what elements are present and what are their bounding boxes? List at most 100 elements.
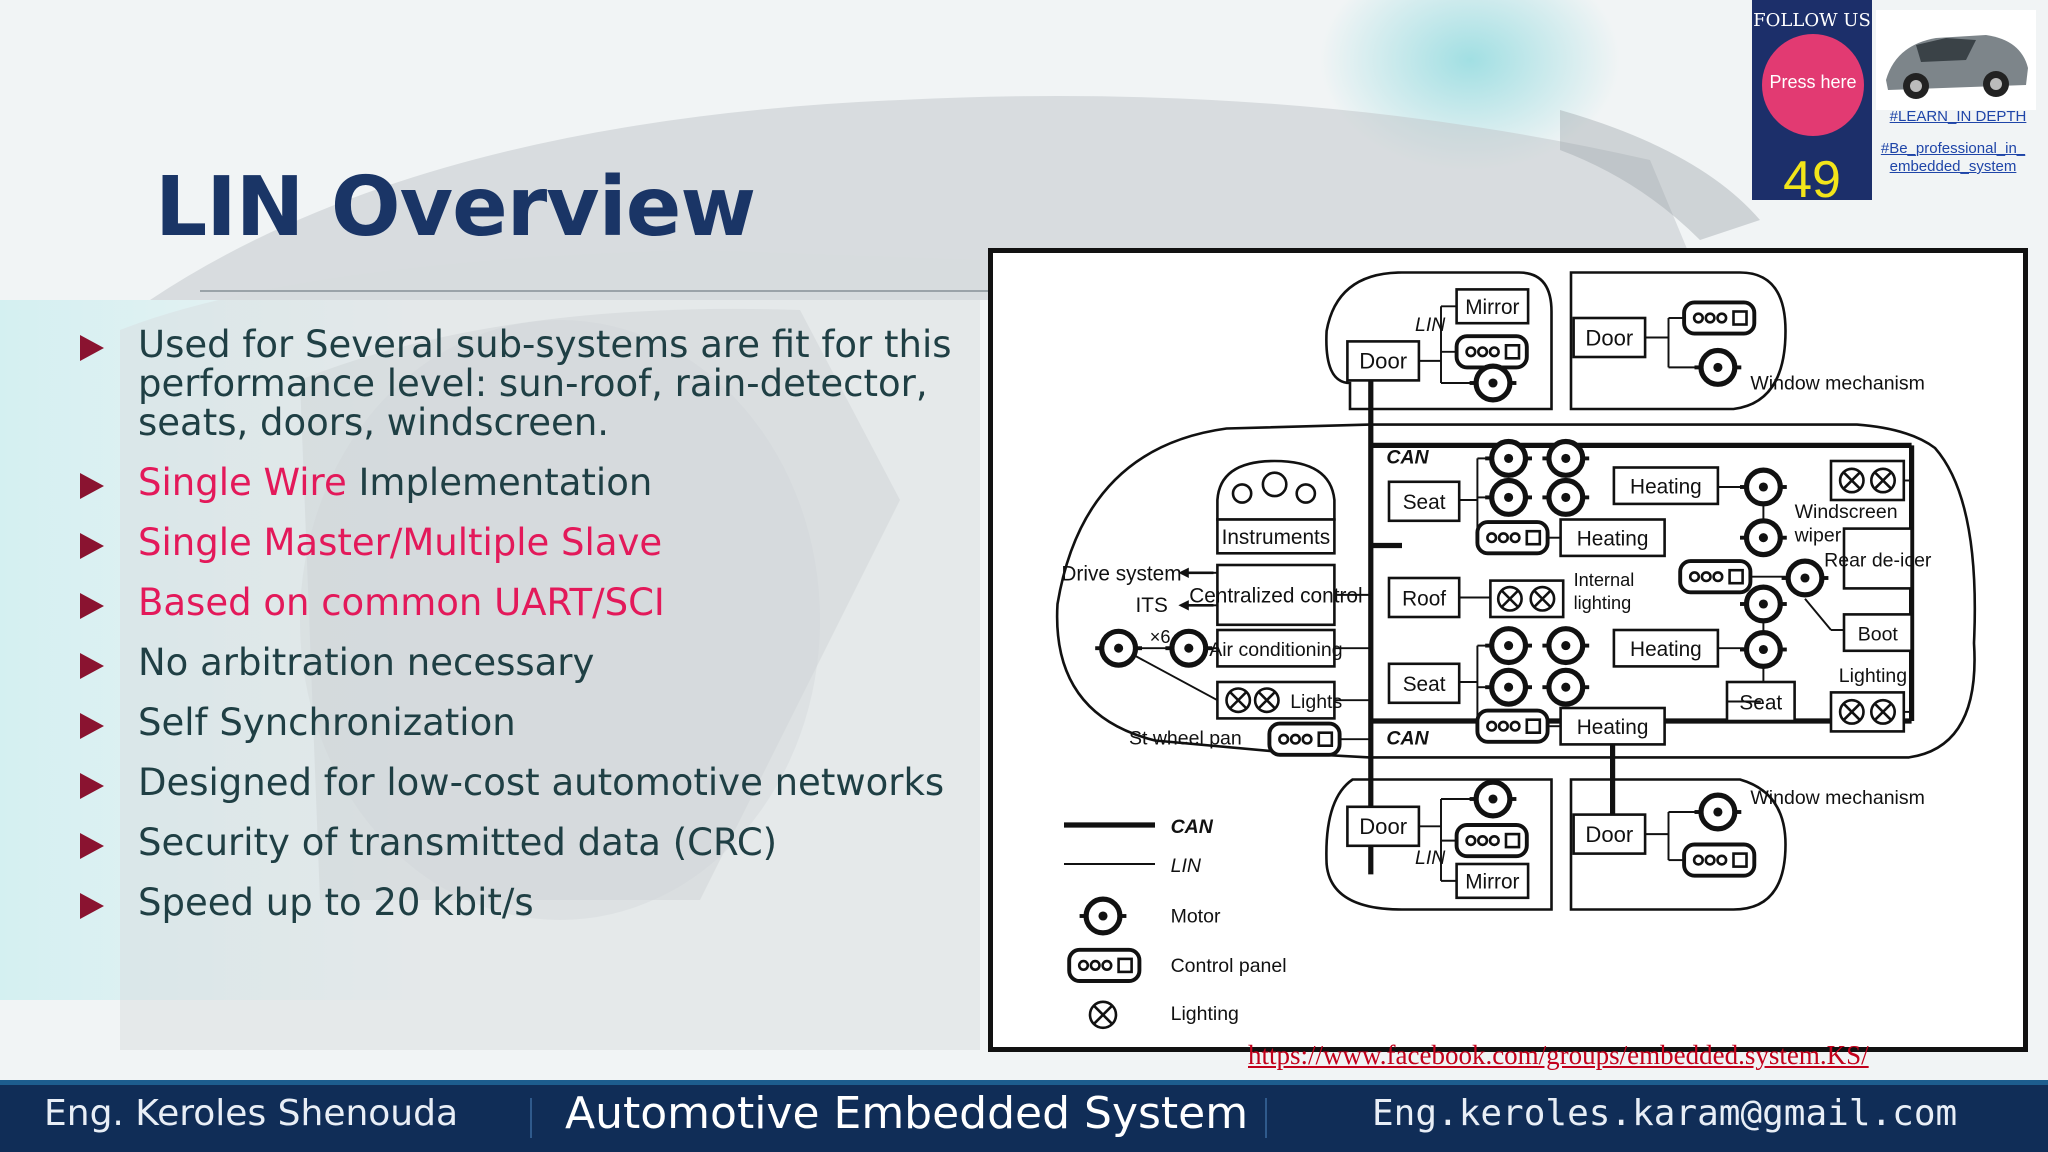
- control-panel-dot: [1716, 312, 1728, 324]
- control-panel-slot: [1732, 310, 1748, 326]
- motor-icon-center: [1098, 911, 1108, 921]
- footer-bar: [0, 1080, 2048, 1152]
- control-panel-dot: [1704, 854, 1716, 866]
- lin-line: [1804, 598, 1832, 631]
- motor-icon-center: [1713, 362, 1723, 372]
- bullet-arrow-icon: [80, 593, 104, 619]
- motor-icon-center: [1713, 807, 1723, 817]
- internal-label: Internal: [1574, 570, 1635, 590]
- its-label: ITS: [1136, 594, 1168, 617]
- control-panel-dot: [1700, 571, 1712, 583]
- control-panel-slot: [1317, 731, 1334, 747]
- follow-us-badge[interactable]: FOLLOW US Press here 49: [1752, 0, 1872, 209]
- motor-icon-center: [1114, 643, 1124, 653]
- footer-author: Eng. Keroles Shenouda: [44, 1093, 459, 1134]
- control-panel-slot: [1504, 832, 1521, 849]
- hashtag-learn-in-depth[interactable]: #LEARN_IN DEPTH: [1889, 108, 2027, 125]
- footer-email: Eng.keroles.karam@gmail.com: [1372, 1093, 1958, 1134]
- motor-icon-center: [1184, 643, 1194, 653]
- rear-right-door-box: [1572, 813, 1647, 855]
- bullet-arrow-icon: [80, 893, 104, 919]
- lighting-icon-cross: [1842, 702, 1861, 722]
- instruments-dial-icon: [1216, 459, 1336, 521]
- bullet-text: Security of transmitted data (CRC): [138, 821, 778, 864]
- motor-icon-center: [1504, 641, 1514, 651]
- control-panel-slot: [1525, 529, 1542, 546]
- lights-label: Lights: [1290, 691, 1342, 713]
- bullet-text: No arbitration necessary: [138, 641, 595, 684]
- lighting-label-right: Lighting: [1839, 665, 1907, 687]
- instruments-box: [1216, 518, 1336, 555]
- control-panel-dot: [1692, 854, 1704, 866]
- can-label-top: CAN: [1386, 447, 1429, 469]
- footer-separator: [1265, 1098, 1267, 1138]
- heating-box-rear-label: Heating: [1577, 716, 1649, 739]
- lighting-icon-cross: [1842, 471, 1861, 490]
- bullet-arrow-icon: [80, 833, 104, 859]
- roof-box: [1387, 576, 1461, 619]
- front-left-door-box-label: Door: [1359, 349, 1407, 374]
- lighting-icon-cross: [1533, 589, 1552, 608]
- window-mechanism-label-top: Window mechanism: [1750, 373, 1924, 395]
- heating-box-1: [1559, 518, 1666, 558]
- rear-right-door-box-label: Door: [1585, 822, 1633, 847]
- control-panel-dot: [1477, 346, 1489, 358]
- boot-box-label: Boot: [1858, 623, 1899, 645]
- heating-box-top-right: [1612, 466, 1720, 506]
- motor-icon-center: [1800, 573, 1810, 583]
- bullet-arrow-icon: [80, 773, 104, 799]
- control-panel-slot: [1504, 343, 1521, 360]
- seat-rear-box: [1387, 662, 1461, 705]
- control-panel-dot: [1301, 733, 1313, 745]
- lighting-icon-cross: [1873, 471, 1893, 490]
- control-panel-dot: [1278, 733, 1290, 745]
- legend-lighting-label: Lighting: [1171, 1003, 1239, 1025]
- front-left-door-box: [1346, 340, 1421, 382]
- instruments-box-label: Instruments: [1222, 526, 1331, 549]
- bullet-item: Based on common UART/SCI: [80, 583, 980, 622]
- motor-icon-center: [1488, 378, 1498, 388]
- front-left-door-enclosure: [1325, 271, 1553, 411]
- slide-title: LIN Overview: [155, 160, 756, 255]
- control-panel-dot: [1688, 571, 1701, 583]
- rear-left-mirror-box-label: Mirror: [1465, 871, 1519, 894]
- bullet-item: Security of transmitted data (CRC): [80, 823, 980, 862]
- control-panel-dot: [1712, 571, 1724, 583]
- rear-right-door-enclosure: [1569, 778, 1787, 911]
- window-mechanism-label-bottom: Window mechanism: [1750, 787, 1924, 809]
- lighting-icon-cross: [1500, 589, 1520, 608]
- bullet-arrow-icon: [80, 533, 104, 559]
- bullet-item: Single Wire Implementation: [80, 463, 980, 502]
- heating-box-rear-right-label: Heating: [1630, 638, 1702, 661]
- control-panel-dot: [1486, 532, 1498, 544]
- control-panel-slot: [1117, 957, 1133, 974]
- facebook-group-link[interactable]: https://www.facebook.com/groups/embedded…: [1248, 1040, 1869, 1070]
- centralized-control-box: [1216, 563, 1336, 627]
- bullet-list: Used for Several sub-systems are fit for…: [80, 325, 980, 943]
- bullet-text: Implementation: [346, 461, 653, 504]
- press-button-circle[interactable]: [1762, 34, 1864, 136]
- bullet-text: Used for Several sub-systems are fit for…: [138, 323, 952, 444]
- arrow-head-icon: [1178, 600, 1189, 611]
- can-label-bottom: CAN: [1386, 727, 1429, 749]
- motor-icon-center: [1758, 599, 1768, 609]
- lin-label-bottom: LIN: [1415, 847, 1446, 869]
- slide-number: 49: [1783, 151, 1841, 209]
- bullet-arrow-icon: [80, 653, 104, 679]
- footer-accent-band: [0, 1080, 2048, 1085]
- motor-icon-center: [1561, 492, 1571, 502]
- lighting-label: lighting: [1574, 593, 1632, 613]
- motor-icon-center: [1561, 641, 1571, 651]
- gauge-icon: [1231, 483, 1253, 504]
- bullet-text: Self Synchronization: [138, 701, 516, 744]
- control-panel-dot: [1289, 733, 1301, 745]
- control-panel-dot: [1101, 959, 1113, 971]
- title-divider: [200, 290, 1000, 292]
- motor-icon-center: [1504, 682, 1514, 692]
- diagram-label: LIN: [1415, 314, 1446, 336]
- heating-box-top-right-label: Heating: [1630, 476, 1702, 499]
- control-panel-dot: [1477, 835, 1489, 847]
- hashtag-be-professional[interactable]: #Be_professional_in_ embedded_system: [1880, 140, 2026, 175]
- windscreen-label: Windscreen: [1795, 501, 1898, 523]
